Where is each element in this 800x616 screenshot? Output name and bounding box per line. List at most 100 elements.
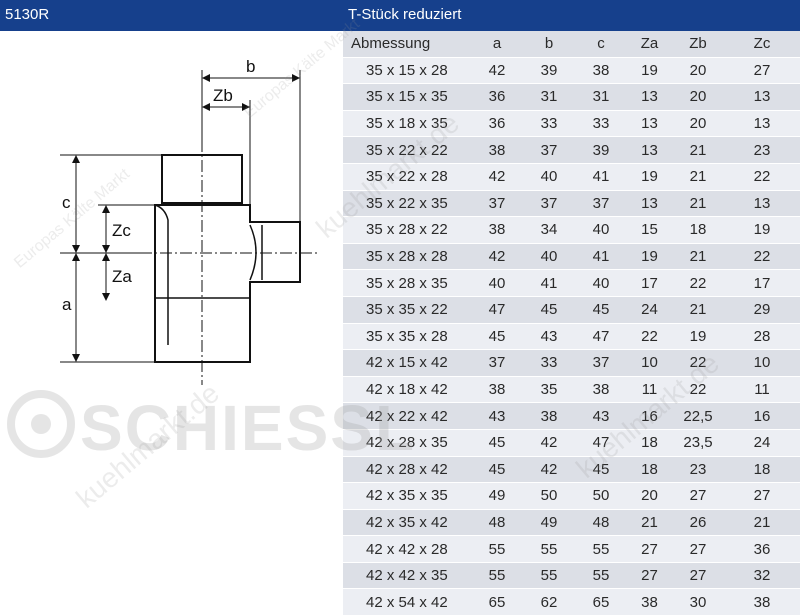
dimension-cell: 42 x 35 x 42 (343, 509, 471, 537)
value-cell: 13 (724, 110, 800, 138)
value-cell: 38 (471, 136, 523, 164)
value-cell: 50 (523, 482, 575, 510)
value-cell: 18 (627, 429, 672, 457)
value-cell: 45 (471, 323, 523, 351)
value-cell: 24 (627, 296, 672, 324)
value-cell: 31 (575, 83, 627, 111)
value-cell: 22 (672, 269, 724, 297)
value-cell: 38 (471, 216, 523, 244)
value-cell: 37 (471, 190, 523, 218)
value-cell: 37 (523, 136, 575, 164)
value-cell: 10 (724, 349, 800, 377)
value-cell: 16 (627, 402, 672, 430)
value-cell: 23,5 (672, 429, 724, 457)
dimension-cell: 42 x 28 x 35 (343, 429, 471, 457)
value-cell: 49 (523, 509, 575, 537)
value-cell: 55 (523, 562, 575, 590)
value-cell: 37 (575, 349, 627, 377)
value-cell: 22 (627, 323, 672, 351)
value-cell: 29 (724, 296, 800, 324)
tee-fitting-diagram: b Zb c Zc Za a (60, 57, 320, 385)
value-cell: 36 (471, 110, 523, 138)
dimension-cell: 35 x 22 x 35 (343, 190, 471, 218)
value-cell: 27 (724, 482, 800, 510)
dim-label-zc: Zc (112, 221, 131, 240)
dim-label-za: Za (112, 267, 132, 286)
value-cell: 40 (523, 163, 575, 191)
col-header-za: Za (627, 31, 672, 58)
value-cell: 65 (575, 588, 627, 616)
col-header-abmessung: Abmessung (343, 31, 471, 58)
value-cell: 55 (471, 535, 523, 563)
table-header-row: Abmessung a b c Za Zb Zc (343, 31, 800, 58)
value-cell: 17 (627, 269, 672, 297)
dimension-cell: 42 x 15 x 42 (343, 349, 471, 377)
value-cell: 13 (627, 190, 672, 218)
value-cell: 13 (724, 190, 800, 218)
value-cell: 28 (724, 323, 800, 351)
dimension-cell: 42 x 42 x 28 (343, 535, 471, 563)
value-cell: 20 (672, 57, 724, 85)
dimension-cell: 42 x 35 x 35 (343, 482, 471, 510)
value-cell: 47 (575, 323, 627, 351)
value-cell: 62 (523, 588, 575, 616)
value-cell: 42 (523, 429, 575, 457)
value-cell: 19 (627, 163, 672, 191)
value-cell: 17 (724, 269, 800, 297)
product-code: 5130R (5, 6, 50, 23)
value-cell: 16 (724, 402, 800, 430)
value-cell: 23 (724, 136, 800, 164)
dimension-cell: 35 x 35 x 28 (343, 323, 471, 351)
value-cell: 13 (724, 83, 800, 111)
value-cell: 40 (575, 269, 627, 297)
dim-label-b: b (246, 57, 255, 76)
dimension-cell: 35 x 22 x 22 (343, 136, 471, 164)
value-cell: 55 (471, 562, 523, 590)
value-cell: 19 (627, 57, 672, 85)
value-cell: 37 (523, 190, 575, 218)
title-bar: 5130R T-Stück reduziert (0, 0, 800, 31)
technical-drawing: b Zb c Zc Za a (0, 31, 343, 601)
dimension-cell: 42 x 18 x 42 (343, 376, 471, 404)
value-cell: 18 (627, 456, 672, 484)
value-cell: 34 (523, 216, 575, 244)
dimension-cell: 35 x 15 x 35 (343, 83, 471, 111)
value-cell: 27 (627, 562, 672, 590)
value-cell: 43 (523, 323, 575, 351)
value-cell: 55 (575, 535, 627, 563)
value-cell: 27 (627, 535, 672, 563)
value-cell: 30 (672, 588, 724, 616)
value-cell: 13 (627, 83, 672, 111)
value-cell: 27 (724, 57, 800, 85)
value-cell: 20 (672, 110, 724, 138)
value-cell: 11 (627, 376, 672, 404)
value-cell: 27 (672, 535, 724, 563)
value-cell: 41 (575, 243, 627, 271)
col-header-c: c (575, 31, 627, 58)
value-cell: 15 (627, 216, 672, 244)
value-cell: 21 (672, 136, 724, 164)
value-cell: 11 (724, 376, 800, 404)
dimension-cell: 35 x 18 x 35 (343, 110, 471, 138)
value-cell: 39 (523, 57, 575, 85)
dim-label-zb: Zb (213, 86, 233, 105)
dimension-cell: 42 x 54 x 42 (343, 588, 471, 616)
value-cell: 13 (627, 136, 672, 164)
value-cell: 40 (471, 269, 523, 297)
value-cell: 47 (575, 429, 627, 457)
value-cell: 38 (575, 57, 627, 85)
value-cell: 45 (575, 296, 627, 324)
